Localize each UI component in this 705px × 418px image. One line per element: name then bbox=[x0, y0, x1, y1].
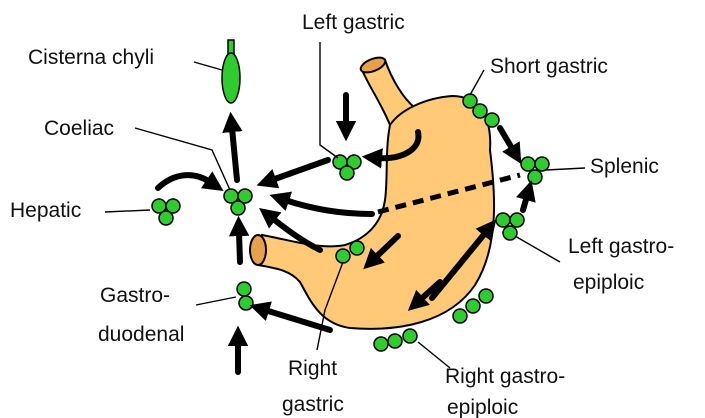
gastro-duodenal-nodes bbox=[237, 282, 253, 310]
label-gastro-duodenal-line2: duodenal bbox=[98, 323, 184, 346]
leader-gastro-duodenal bbox=[196, 297, 236, 305]
label-right-gastro-epiploic-line2: epiploic bbox=[447, 396, 518, 418]
label-short-gastric: Short gastric bbox=[490, 55, 608, 78]
label-splenic: Splenic bbox=[590, 155, 659, 178]
left-gastric-nodes bbox=[333, 155, 361, 180]
arrow-short-gastric-to-splenic bbox=[500, 128, 513, 150]
left-gastro-epiploic-nodes bbox=[496, 213, 524, 240]
leader-left-gastro-epiploic bbox=[515, 236, 560, 262]
coeliac-nodes bbox=[224, 189, 252, 215]
leader-hepatic bbox=[105, 210, 150, 212]
label-gastro-duodenal-line1: Gastro- bbox=[100, 284, 170, 307]
label-hepatic: Hepatic bbox=[10, 199, 81, 222]
splenic-nodes bbox=[521, 157, 549, 184]
leader-coeliac bbox=[135, 128, 230, 190]
cisterna-chyli-node bbox=[222, 40, 240, 103]
stomach-body bbox=[258, 96, 494, 329]
label-left-gastro-epiploic-line2: epiploic bbox=[573, 271, 644, 294]
label-right-gastro-epiploic-line1: Right gastro- bbox=[445, 365, 565, 388]
leader-splenic bbox=[546, 168, 585, 170]
arrow-coeliac-to-cisterna bbox=[232, 128, 237, 180]
label-cisterna-chyli: Cisterna chyli bbox=[28, 46, 154, 69]
arrow-left-gastric-to-coeliac bbox=[272, 160, 328, 180]
label-right-gastric-line2: gastric bbox=[282, 393, 344, 416]
arrow-gastroduodenal-to-coeliac bbox=[239, 232, 240, 262]
label-left-gastro-epiploic-line1: Left gastro- bbox=[568, 235, 674, 258]
arrow-hepatic-to-coeliac bbox=[158, 175, 210, 188]
right-gastro-epiploic-nodes-lower bbox=[374, 329, 417, 351]
label-left-gastric: Left gastric bbox=[302, 11, 405, 34]
leader-short-gastric bbox=[470, 70, 484, 95]
hepatic-nodes bbox=[152, 199, 180, 225]
label-coeliac: Coeliac bbox=[44, 117, 114, 140]
duodenum-opening bbox=[250, 235, 266, 265]
arrow-body-to-coeliac bbox=[285, 200, 372, 214]
leader-cisterna-chyli bbox=[194, 62, 222, 70]
arrow-left-gastro-epiploic-to-splenic bbox=[523, 196, 527, 210]
label-right-gastric-line1: Right bbox=[288, 357, 337, 380]
leader-left-gastric bbox=[320, 42, 338, 158]
